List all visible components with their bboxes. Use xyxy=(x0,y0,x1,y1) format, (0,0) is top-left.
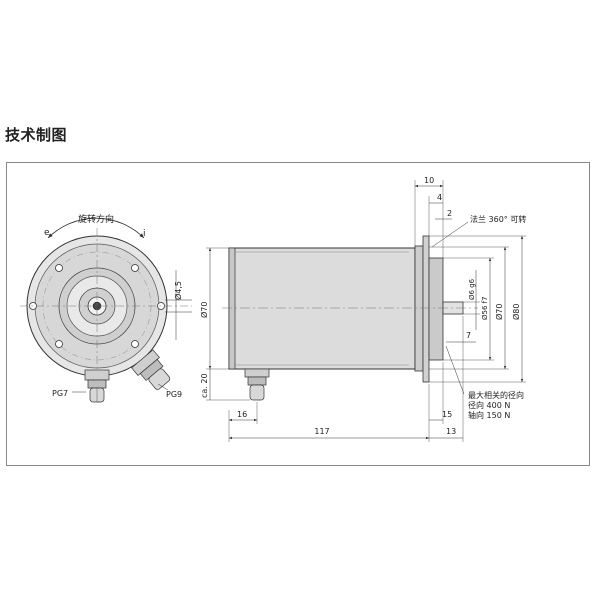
side-cable-gland xyxy=(244,368,270,401)
dim-13-label: 13 xyxy=(446,427,456,436)
dim-10-label: 10 xyxy=(424,176,434,185)
load-note-line3: 轴向 150 N xyxy=(468,410,510,420)
side-view: Ø70 ca. 20 16 117 15 13 10 4 2 xyxy=(199,176,526,442)
dim-2-label: 2 xyxy=(447,209,452,218)
page-title: 技术制图 xyxy=(5,126,68,144)
rotation-e-label: e xyxy=(44,228,50,238)
pg7-cable-gland xyxy=(84,369,110,403)
front-view: 旋转方向 e i Ø4,5 xyxy=(20,213,192,403)
spigot-diameter-label: Ø56 f7 xyxy=(481,296,489,320)
rotation-arrow-icon xyxy=(47,217,145,239)
flange-rotatable-note: 法兰 360° 可转 xyxy=(470,214,526,224)
hole-diameter-label: Ø4,5 xyxy=(173,281,183,300)
ca20-label: ca. 20 xyxy=(200,373,209,398)
shaft-diameter-label: Ø6 g6 xyxy=(468,278,476,300)
rotation-label: 旋转方向 xyxy=(78,213,114,225)
dim-7-label: 7 xyxy=(466,331,471,340)
pg7-label: PG7 xyxy=(52,389,68,398)
pg9-label: PG9 xyxy=(166,390,182,399)
spigot xyxy=(428,257,444,361)
flange-diameter-label: Ø80 xyxy=(511,304,521,320)
rotation-i-label: i xyxy=(143,229,146,239)
load-note-line1: 最大相关的径向 xyxy=(468,390,524,400)
drawing-frame xyxy=(6,162,590,466)
flange xyxy=(422,235,430,383)
body-diameter-label: Ø70 xyxy=(199,302,209,318)
pg9-cable-gland xyxy=(131,349,171,390)
encoder-housing xyxy=(228,247,416,370)
dim-4-label: 4 xyxy=(437,193,442,202)
bolt-circle-diameter-label: Ø70 xyxy=(494,304,504,320)
load-note-line2: 径向 400 N xyxy=(468,400,510,410)
dim-15-label: 15 xyxy=(442,410,452,419)
dim-16-label: 16 xyxy=(237,410,247,419)
dim-117-label: 117 xyxy=(314,427,329,436)
